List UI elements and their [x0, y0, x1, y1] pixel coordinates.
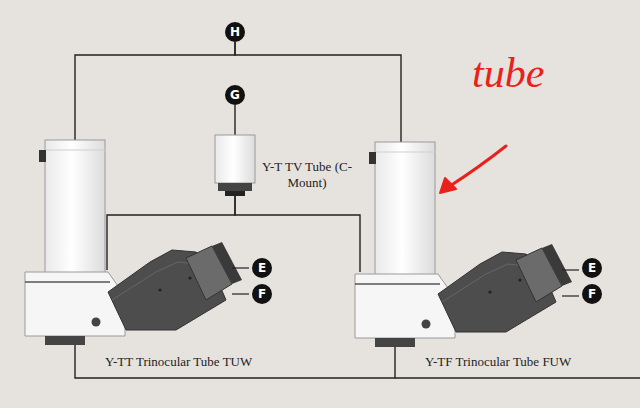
callout-circle: E [252, 258, 272, 278]
part-name: Y-TF Trinocular Tube FUW [425, 354, 571, 370]
c-mount-ring [218, 183, 252, 191]
callout-letter: G [230, 89, 240, 101]
callout-letter: F [258, 288, 266, 300]
connector-line [234, 105, 235, 135]
c-mount-thread [225, 191, 245, 196]
connector-line [75, 345, 395, 378]
component-part: Y-TT Trinocular Tube TUW [25, 270, 125, 345]
callout-letter: E [258, 262, 266, 274]
part-name: Y-TT Trinocular Tube TUW [105, 354, 252, 370]
annotation-arrowhead [440, 178, 456, 193]
trinocular-illustration [355, 142, 579, 347]
annotation-arrow [450, 146, 506, 186]
component-part: Y-TF Trinocular Tube FUW [355, 272, 455, 347]
handwritten-note: tube [472, 52, 544, 94]
callout-circle: E [582, 258, 602, 278]
tv-tube-body [215, 135, 255, 183]
callout-circle: F [252, 284, 272, 304]
callout-letter: F [588, 288, 596, 300]
component-part: Y-T TV Tube (C-Mount) [215, 135, 255, 196]
callout-circle: F [582, 284, 602, 304]
callout-letter: H [230, 26, 240, 38]
part-name: Y-T TV Tube (C-Mount) [257, 159, 357, 192]
callout-circle: H [225, 22, 245, 42]
callout-circle: G [225, 85, 245, 105]
callout-letter: E [588, 262, 596, 274]
continuation-line [395, 377, 640, 378]
